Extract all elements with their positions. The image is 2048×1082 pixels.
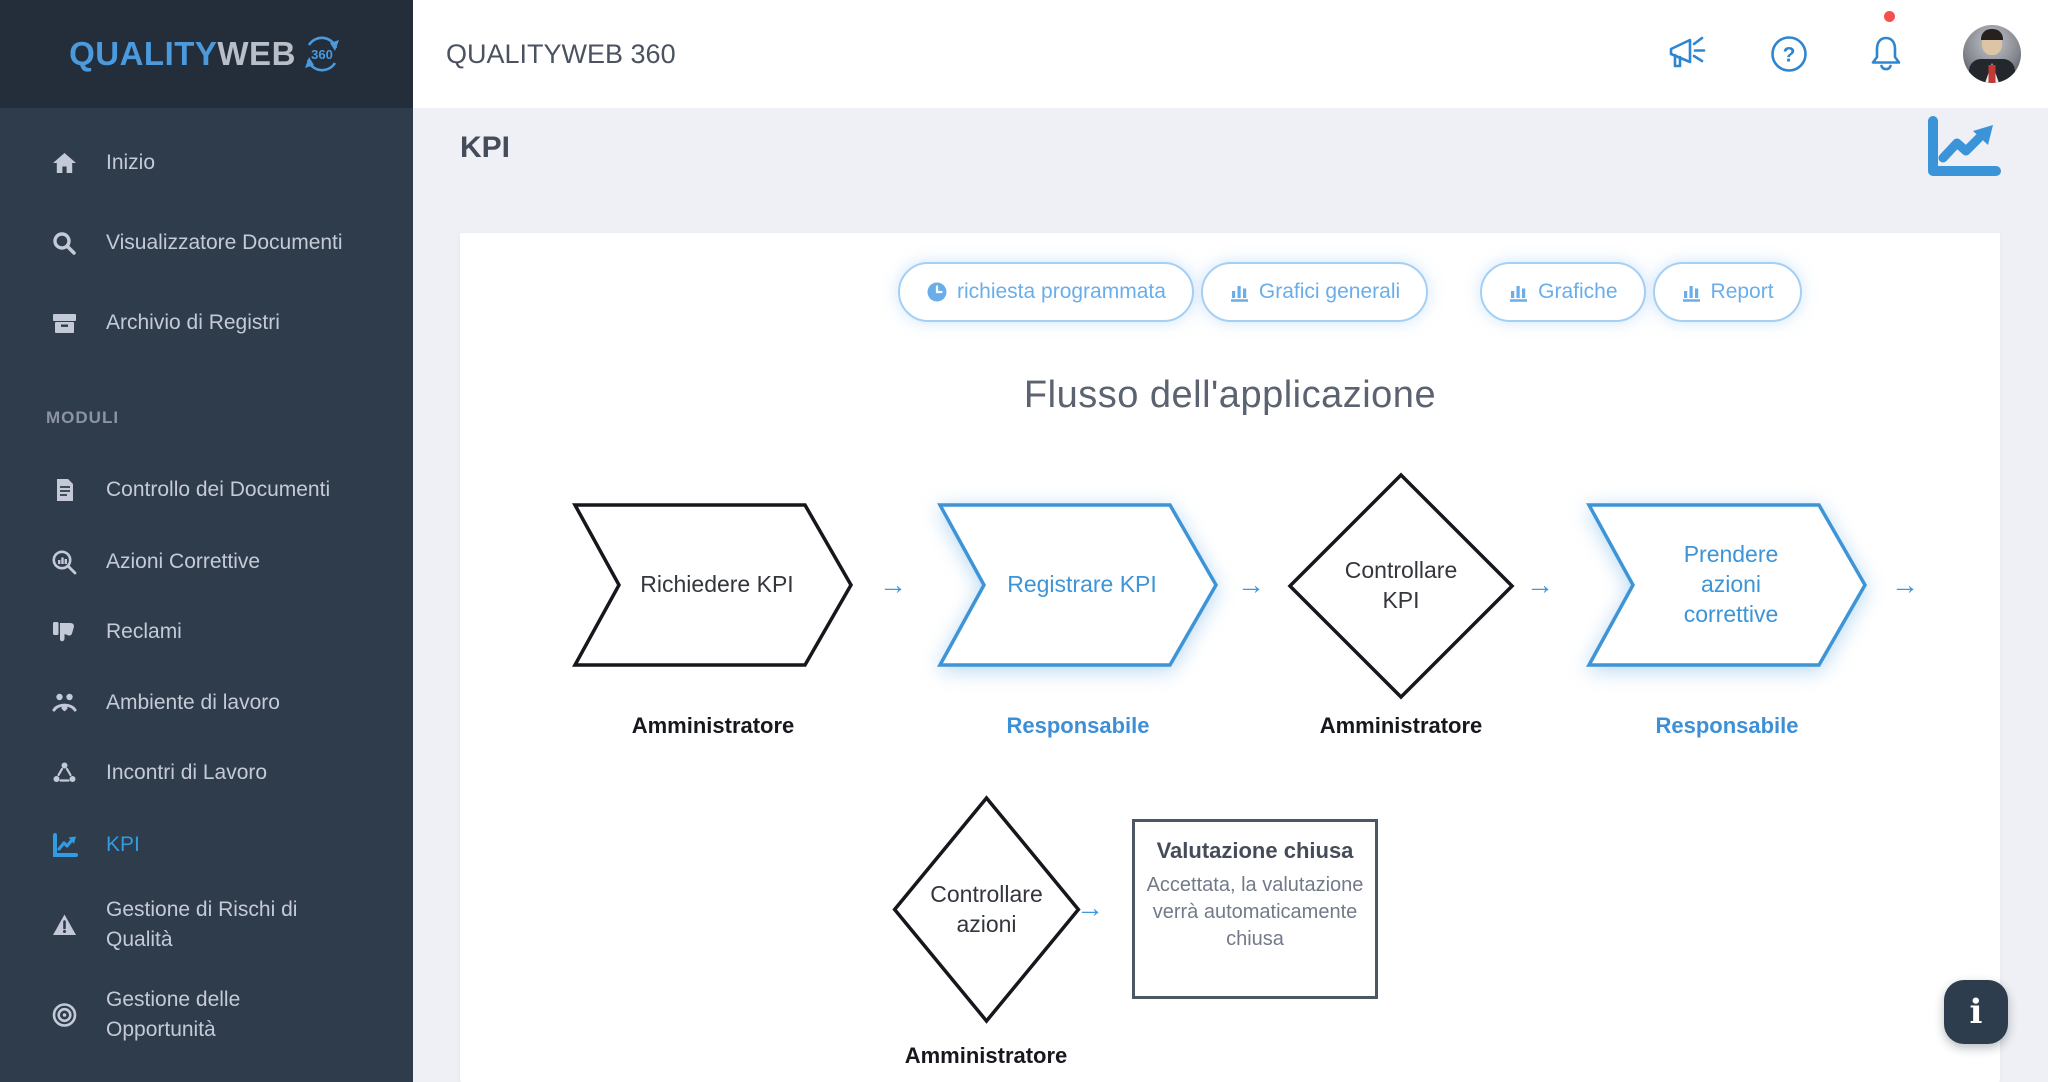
flow-arrow-icon: → <box>1891 569 1919 600</box>
sidebar-item-archivio-di-registri[interactable]: Archivio di Registri <box>0 290 413 356</box>
sidebar-nav: Inizio Visualizzatore Documenti Archivio… <box>0 108 413 1048</box>
sidebar-item-label: Archivio di Registri <box>106 311 280 335</box>
sidebar-item-kpi[interactable]: KPI <box>0 812 413 878</box>
grafiche-button[interactable]: Grafiche <box>1480 262 1646 322</box>
sidebar-item-inizio[interactable]: Inizio <box>0 130 413 196</box>
sidebar-section-moduli: MODULI <box>46 408 120 427</box>
flow-step-label: Richiedere KPI <box>640 571 794 598</box>
info-button[interactable]: i <box>1944 980 2008 1044</box>
kpi-chart-icon <box>50 832 79 858</box>
toolbar: richiesta programmata Grafici generali G… <box>898 262 1802 322</box>
sidebar-item-gestione-delle-opportunita[interactable]: Gestione delle Opportunità <box>0 982 413 1048</box>
sidebar-item-label: Gestione di Rischi di Qualità <box>106 898 298 951</box>
svg-text:360: 360 <box>311 47 333 62</box>
bar-chart-icon <box>1230 285 1248 302</box>
sidebar-item-label: Controllo dei Documenti <box>106 478 331 502</box>
flow-step-label: Controllare KPI <box>1344 557 1458 613</box>
sidebar-item-label: Reclami <box>106 620 182 644</box>
avatar-hair <box>1981 29 2003 40</box>
sidebar-item-incontri-di-lavoro[interactable]: Incontri di Lavoro <box>0 740 413 806</box>
document-icon <box>50 477 79 503</box>
sidebar-item-ambiente-di-lavoro[interactable]: Ambiente di lavoro <box>0 670 413 736</box>
sidebar-item-azioni-correttive[interactable]: Azioni Correttive <box>0 529 413 595</box>
sidebar-item-label: Gestione delle Opportunità <box>106 988 241 1041</box>
top-bar: QUALITYWEB 360 ? <box>413 0 2048 108</box>
sidebar-item-label: KPI <box>106 833 140 857</box>
search-icon <box>50 230 79 256</box>
richiesta-programmata-button[interactable]: richiesta programmata <box>898 262 1194 322</box>
sidebar-item-label: Visualizzatore Documenti <box>106 231 343 255</box>
notification-dot <box>1884 11 1895 22</box>
clock-icon <box>927 282 947 302</box>
flow-arrow-icon: → <box>1526 569 1554 600</box>
button-label: Grafici generali <box>1258 280 1401 303</box>
bar-chart-icon <box>1682 285 1700 302</box>
flow-step-registrare-kpi: Registrare KPI <box>938 503 1218 667</box>
button-label: richiesta programmata <box>957 280 1166 303</box>
flow-step-label: Registrare KPI <box>1007 571 1157 598</box>
logo-360-icon: 360 <box>304 36 339 72</box>
flow-arrow-icon: → <box>1076 892 1104 923</box>
sidebar-item-label: Ambiente di lavoro <box>106 691 280 715</box>
flow-role-label: Amministratore <box>1319 713 1483 738</box>
flow-role-label: Amministratore <box>631 713 795 738</box>
brand-logo: QUALITYWEB 360 <box>0 0 413 108</box>
megaphone-icon[interactable] <box>1666 34 1712 74</box>
avatar-tie <box>1988 65 1996 83</box>
flow-step-richiedere-kpi: Richiedere KPI <box>573 503 853 667</box>
flow-step-label: Controllare azioni <box>930 880 1043 937</box>
warning-icon <box>50 912 79 938</box>
home-icon <box>50 150 79 176</box>
kpi-page-icon[interactable] <box>1925 116 2001 180</box>
sidebar-item-visualizzatore-documenti[interactable]: Visualizzatore Documenti <box>0 210 413 276</box>
flow-end-box-body: Accettata, la valutazione verrà automati… <box>1146 874 1364 950</box>
flow-role-label: Responsabile <box>1655 713 1799 738</box>
brand-logo-web: WEB <box>217 35 296 72</box>
meeting-icon <box>50 760 79 786</box>
grafici-generali-button[interactable]: Grafici generali <box>1200 262 1429 322</box>
handshake-icon <box>50 690 79 716</box>
sidebar-item-label: Incontri di Lavoro <box>106 761 268 785</box>
sidebar-item-controllo-dei-documenti[interactable]: Controllo dei Documenti <box>0 457 413 523</box>
sidebar-item-gestione-di-rischi-di-qualita[interactable]: Gestione di Rischi di Qualità <box>0 892 413 958</box>
brand-logo-quality: QUALITY <box>69 35 218 72</box>
brand-logo-text: QUALITYWEB <box>69 35 296 73</box>
sidebar-item-label: Azioni Correttive <box>106 550 261 574</box>
bar-chart-icon <box>1510 285 1528 302</box>
flow-arrow-icon: → <box>1237 569 1265 600</box>
flow-step-controllare-kpi: Controllare KPI <box>1288 473 1514 699</box>
button-label: Grafiche <box>1538 280 1618 303</box>
archive-icon <box>50 310 79 336</box>
top-bar-icons: ? <box>1666 0 2021 108</box>
sidebar: QUALITYWEB 360 Inizio Visualizzatore <box>0 0 413 1082</box>
kpi-card: richiesta programmata Grafici generali G… <box>460 233 2000 1082</box>
magnifier-chart-icon <box>50 549 79 575</box>
button-label: Report <box>1710 280 1774 303</box>
flow-step-controllare-azioni: Controllare azioni <box>893 796 1080 1023</box>
app-title: QUALITYWEB 360 <box>446 38 676 69</box>
sidebar-item-label: Inizio <box>106 151 156 175</box>
avatar[interactable] <box>1963 25 2021 83</box>
flow-role-label: Amministratore <box>904 1043 1068 1068</box>
page-title: KPI <box>460 131 511 164</box>
flow-title: Flusso dell'applicazione <box>1023 374 1437 416</box>
thumbs-down-icon <box>50 619 79 645</box>
target-icon <box>50 1002 79 1028</box>
flow-end-box: Valutazione chiusa Accettata, la valutaz… <box>1132 819 1378 999</box>
sidebar-item-reclami[interactable]: Reclami <box>0 599 413 665</box>
report-button[interactable]: Report <box>1652 262 1802 322</box>
info-glyph: i <box>1969 992 1983 1032</box>
svg-text:?: ? <box>1783 44 1796 67</box>
flow-step-label: Prendere azioni correttive <box>1683 541 1779 627</box>
flow-step-prendere-azioni-correttive: Prendere azioni correttive <box>1587 503 1867 667</box>
flow-end-box-title: Valutazione chiusa <box>1156 838 1354 863</box>
flow-role-label: Responsabile <box>1006 713 1150 738</box>
help-icon[interactable]: ? <box>1769 34 1809 74</box>
flow-arrow-icon: → <box>879 569 907 600</box>
bell-icon[interactable] <box>1866 11 1906 75</box>
